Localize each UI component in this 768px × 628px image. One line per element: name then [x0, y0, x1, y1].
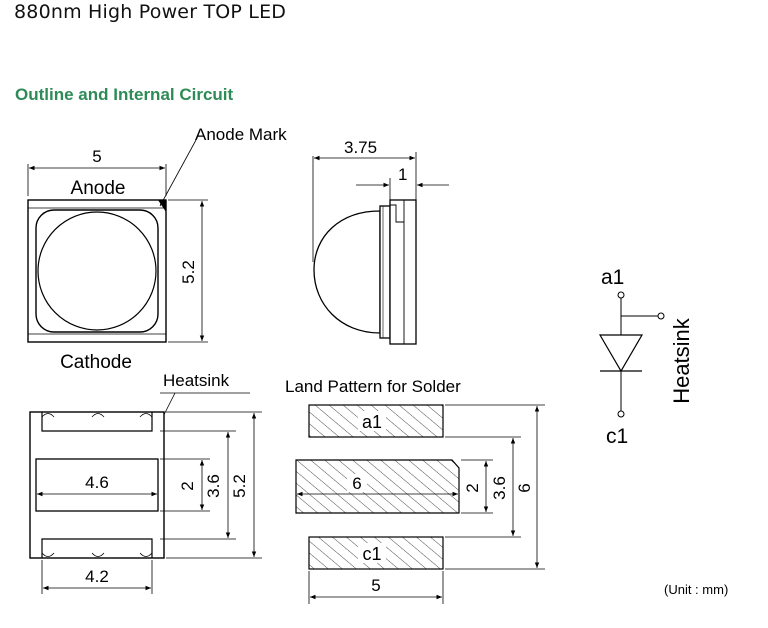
inner-height-dim: 3.6: [204, 474, 223, 498]
anode-label: Anode: [71, 178, 126, 199]
center-width-dim: 6: [352, 474, 361, 493]
heatsink-width-dim: 4.6: [85, 473, 109, 492]
unit-note: (Unit : mm): [664, 582, 729, 597]
heatsink-label: Heatsink: [163, 371, 230, 390]
pad-width-dim: 5: [371, 576, 380, 595]
diode-icon: [598, 334, 644, 373]
cathode-label: Cathode: [60, 352, 132, 373]
land-pattern-title: Land Pattern for Solder: [285, 377, 461, 396]
top-height-dim: 5.2: [179, 260, 198, 284]
pad-heatsink: [295, 459, 460, 514]
top-width-dim: 5: [92, 147, 101, 166]
anode-mark-label: Anode Mark: [195, 125, 287, 144]
land-outer-height-dim: 6: [515, 483, 534, 492]
circuit-anode-label: a1: [601, 266, 624, 289]
internal-circuit: a1 c1 Heatsink: [598, 266, 694, 448]
circuit-heatsink-label: Heatsink: [669, 317, 694, 404]
heatsink-height-dim: 2: [178, 481, 197, 490]
circuit-cathode-label: c1: [606, 425, 628, 448]
land-inner-height-dim: 3.6: [490, 476, 509, 500]
side-flange-dim: 1: [398, 165, 407, 184]
outer-height-dim: 5.2: [230, 474, 249, 498]
pad-span-dim: 4.2: [85, 567, 109, 586]
land-pattern: Land Pattern for Solder a1 6 c1 5 2 3.6 …: [285, 377, 545, 604]
land-center-height-dim: 2: [463, 483, 482, 492]
page-title: 880nm High Power TOP LED: [14, 1, 287, 23]
section-heading: Outline and Internal Circuit: [15, 85, 234, 104]
pad-c1-label: c1: [362, 544, 381, 564]
pad-a1-label: a1: [362, 412, 382, 432]
bottom-view: Heatsink 4.6 4.2 2 3.6 5.2: [29, 371, 262, 594]
side-length-dim: 3.75: [344, 138, 377, 157]
top-view: 5 Anode Anode Mark 5.2 Cathode: [27, 125, 287, 373]
side-view: 3.75 1: [312, 138, 449, 345]
